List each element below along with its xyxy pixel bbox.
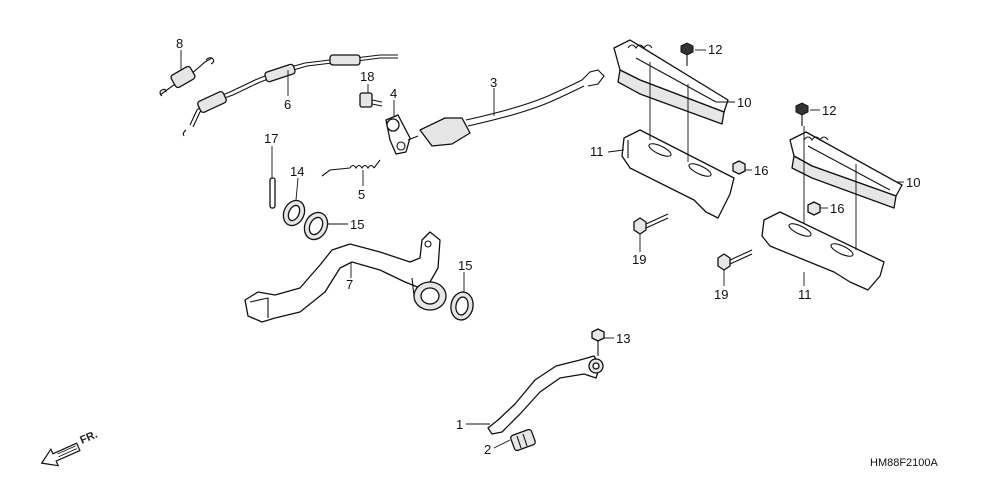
callout-16-lower: 16 [830,201,844,216]
part-14-seal[interactable] [279,197,308,229]
part-19-bolt-lower[interactable] [717,249,753,271]
callout-13: 13 [616,331,630,346]
part-10-footpeg-upper[interactable] [613,39,729,125]
part-13-bolt[interactable] [591,328,605,356]
callout-11-lower: 11 [798,287,812,302]
callout-6: 6 [284,97,291,112]
part-12-bolt-lower[interactable] [795,102,809,126]
part-17-pin[interactable] [269,177,276,209]
part-19-bolt-upper[interactable] [633,213,669,235]
part-18-bolt[interactable] [359,92,383,108]
part-5-spring[interactable] [321,159,381,177]
callout-16-upper: 16 [754,163,768,178]
callout-17: 17 [264,131,278,146]
part-11-bracket-upper[interactable] [621,62,735,219]
callout-1: 1 [456,417,463,432]
callout-5: 5 [358,187,365,202]
part-16-nut-upper[interactable] [732,160,746,175]
callout-15-upper: 15 [350,217,364,232]
part-4-arm[interactable] [385,114,411,155]
leader-lines [180,49,904,449]
callout-4: 4 [390,86,397,101]
diagram-code: HM88F2100A [870,457,939,469]
callout-3: 3 [490,75,497,90]
callout-12-upper: 12 [708,42,722,57]
part-10-footpeg-lower[interactable] [789,131,903,209]
callout-10-lower: 10 [906,175,920,190]
part-3-brake-rod[interactable] [407,69,605,147]
callout-10-upper: 10 [737,95,751,110]
callout-labels: 8 6 18 4 3 5 17 14 15 7 15 12 10 11 16 1… [176,36,920,457]
callout-2: 2 [484,442,491,457]
front-direction-label: FR. [78,429,99,447]
callout-19-upper: 19 [632,252,646,267]
callout-19-lower: 19 [714,287,728,302]
part-11-bracket-lower[interactable] [761,126,885,291]
part-15-seal-upper[interactable] [300,209,332,244]
part-8-cable-bracket[interactable] [159,57,215,97]
part-15-seal-lower[interactable] [449,290,476,321]
callout-18: 18 [360,69,374,84]
front-arrow-icon [40,442,81,467]
callout-12-lower: 12 [822,103,836,118]
callout-11-upper: 11 [590,144,604,159]
callout-15-lower: 15 [458,258,472,273]
callout-7: 7 [346,277,353,292]
part-12-bolt-upper[interactable] [680,42,694,66]
part-6-cable[interactable] [182,54,398,137]
callout-14: 14 [290,164,304,179]
part-1-shift-lever[interactable] [487,355,604,435]
part-2-shift-rubber[interactable] [510,428,536,452]
callout-8: 8 [176,36,183,51]
part-7-brake-pedal[interactable] [244,231,447,323]
front-direction-indicator: FR. [40,429,99,467]
part-16-nut-lower[interactable] [807,201,821,216]
